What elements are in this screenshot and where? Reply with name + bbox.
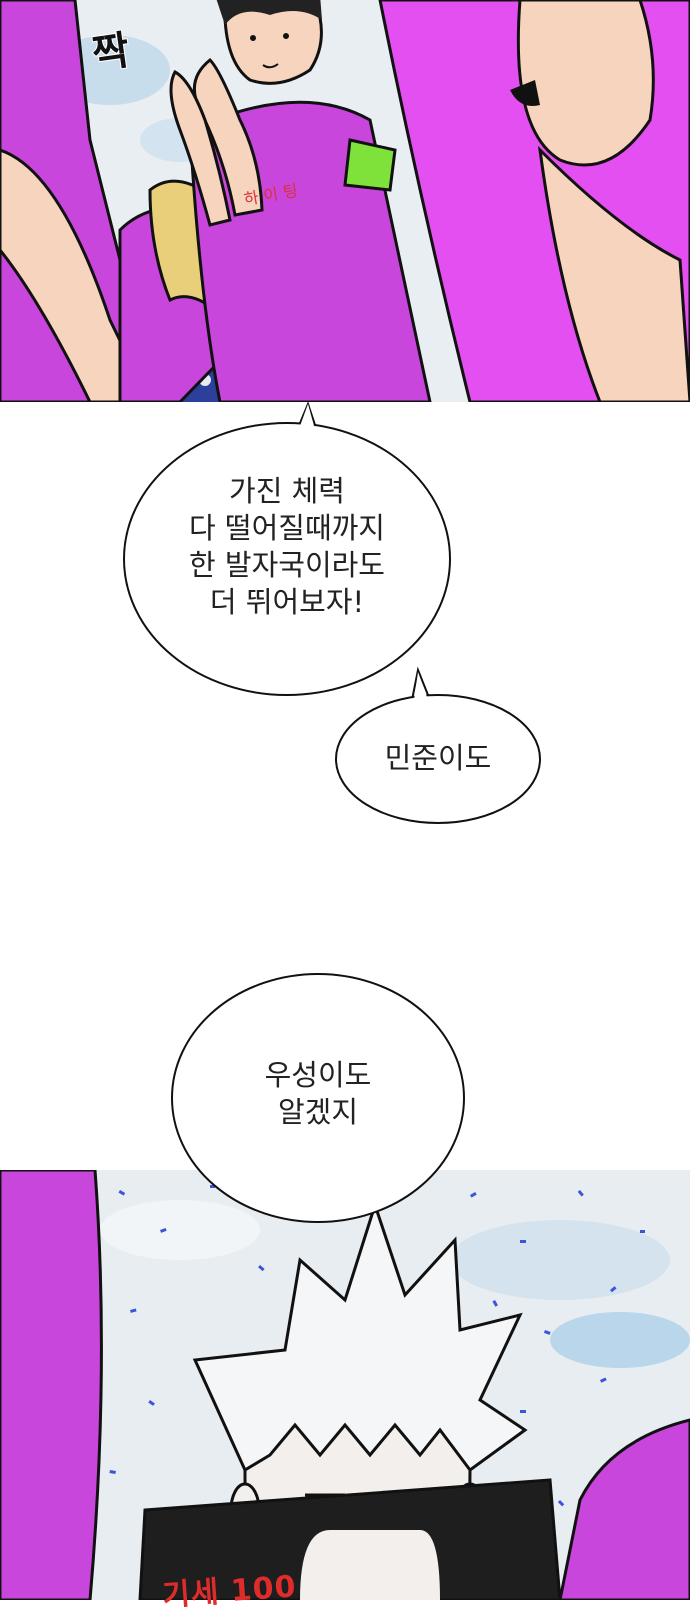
high-five-illustration: 하 이 팅	[0, 0, 690, 402]
spiky-hair-boy-illustration	[0, 1170, 690, 1600]
speech-bubble-1-text: 가진 체력 다 떨어질때까지 한 발자국이라도 더 뛰어보자!	[189, 474, 385, 619]
top-comic-panel: 하 이 팅 짝	[0, 0, 690, 402]
speech-bubble-3-text: 우성이도 알겠지	[264, 1058, 372, 1129]
bottom-comic-panel	[0, 1170, 690, 1600]
cheer-sign-text: 기세 100	[161, 1569, 298, 1614]
speech-bubble-2-text: 민준이도	[384, 741, 492, 775]
clapping-boy: 하 이 팅	[169, 0, 432, 402]
